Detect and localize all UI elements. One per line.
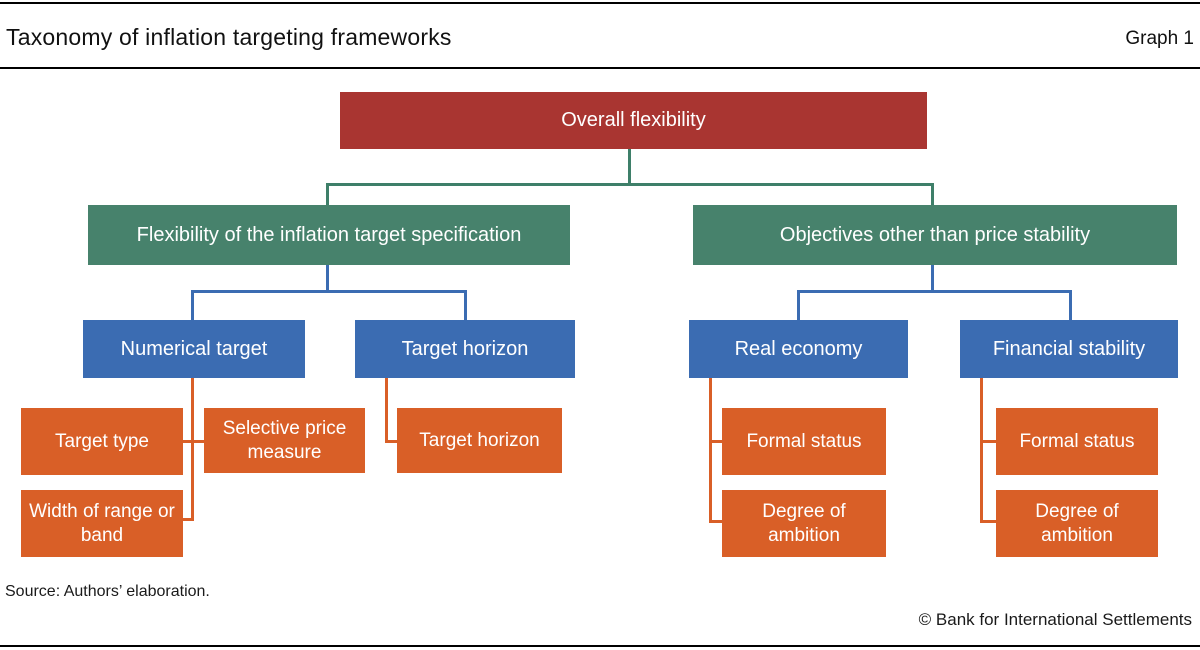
connector-financial-stability-spine (980, 378, 983, 523)
node-flexibility-of-target-specification: Flexibility of the inflation target spec… (88, 205, 570, 265)
connector-root-stem (628, 148, 631, 185)
leaf-label: Degree of ambition (762, 500, 846, 546)
leaf-label: Degree of ambition (1035, 500, 1119, 546)
node-label: Overall flexibility (561, 109, 706, 131)
connector-child11-drop (191, 290, 194, 322)
connector-degree-ambition-left-stub (709, 520, 722, 523)
node-label: Financial stability (992, 337, 1146, 360)
node-financial-stability: Financial stability (960, 320, 1178, 378)
connector-target-horizon-stub (385, 440, 397, 443)
connector-root-crossbar (326, 183, 934, 186)
leaf-degree-of-ambition-real-economy: Degree of ambition (722, 490, 886, 557)
connector-child12-drop (464, 290, 467, 322)
node-label: Objectives other than price stability (779, 223, 1091, 246)
leaf-selective-price-measure: Selective price measure (204, 408, 365, 473)
node-target-horizon: Target horizon (355, 320, 575, 378)
connector-formal-status-left-stub (709, 440, 722, 443)
node-numerical-target: Numerical target (83, 320, 305, 378)
connector-target-horizon-spine (385, 378, 388, 443)
connector-child22-drop (1069, 290, 1072, 322)
header-rule (0, 67, 1200, 69)
connector-branch2-crossbar (797, 290, 1072, 293)
node-overall-flexibility: Overall flexibility (340, 92, 927, 149)
leaf-label: Width of range or band (29, 500, 175, 546)
copyright-note: © Bank for International Settlements (918, 610, 1192, 629)
connector-branch2-stem (931, 265, 934, 293)
connector-branch-left-drop (326, 183, 329, 207)
node-label: Target horizon (401, 337, 529, 360)
connector-branch-right-drop (931, 183, 934, 207)
node-objectives-other-than-price-stability: Objectives other than price stability (693, 205, 1177, 265)
leaf-label: Formal status (1019, 430, 1135, 452)
leaf-label: Target horizon (419, 429, 540, 451)
connector-formal-status-right-stub (980, 440, 996, 443)
connector-child21-drop (797, 290, 800, 322)
leaf-target-type: Target type (21, 408, 183, 475)
connector-target-type-stub (183, 440, 204, 443)
leaf-formal-status-real-economy: Formal status (722, 408, 886, 475)
connector-real-economy-spine (709, 378, 712, 523)
connector-degree-ambition-right-stub (980, 520, 996, 523)
graph-number-label: Graph 1 (1125, 28, 1194, 49)
node-label: Real economy (734, 337, 863, 360)
connector-branch1-stem (326, 265, 329, 293)
connector-width-range-stub (183, 518, 193, 521)
leaf-degree-of-ambition-financial-stability: Degree of ambition (996, 490, 1158, 557)
top-rule (0, 2, 1200, 4)
leaf-label: Formal status (746, 430, 862, 452)
connector-numerical-target-spine (191, 378, 194, 521)
node-real-economy: Real economy (689, 320, 908, 378)
node-label: Numerical target (120, 337, 268, 360)
page-title: Taxonomy of inflation targeting framewor… (6, 24, 452, 50)
bottom-rule (0, 645, 1200, 647)
node-label: Flexibility of the inflation target spec… (136, 223, 522, 246)
source-note: Source: Authors’ elaboration. (5, 583, 210, 600)
leaf-target-horizon: Target horizon (397, 408, 562, 473)
leaf-formal-status-financial-stability: Formal status (996, 408, 1158, 475)
connector-branch1-crossbar (191, 290, 467, 293)
leaf-width-of-range-or-band: Width of range or band (21, 490, 183, 557)
leaf-label: Selective price measure (222, 417, 347, 463)
leaf-label: Target type (55, 430, 149, 452)
